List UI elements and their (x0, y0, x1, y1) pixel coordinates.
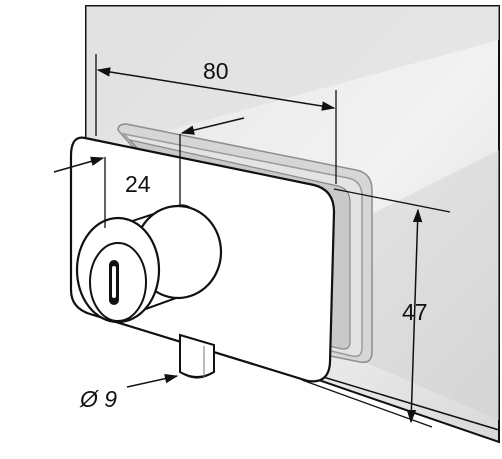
lock-pin (179, 333, 215, 379)
keyhole (109, 260, 119, 305)
dimension-pin-diameter: Ø 9 (79, 373, 179, 412)
dimension-height: 47 (301, 188, 451, 428)
dimension-depth-label: 24 (125, 171, 151, 197)
dimension-width-label: 80 (203, 58, 229, 84)
dimension-depth: 24 (53, 117, 245, 228)
dimension-width: 80 (95, 54, 337, 184)
dimension-pin-diameter-label: Ø 9 (79, 386, 117, 412)
dimension-height-label: 47 (402, 299, 428, 325)
key-cylinder (75, 204, 223, 324)
